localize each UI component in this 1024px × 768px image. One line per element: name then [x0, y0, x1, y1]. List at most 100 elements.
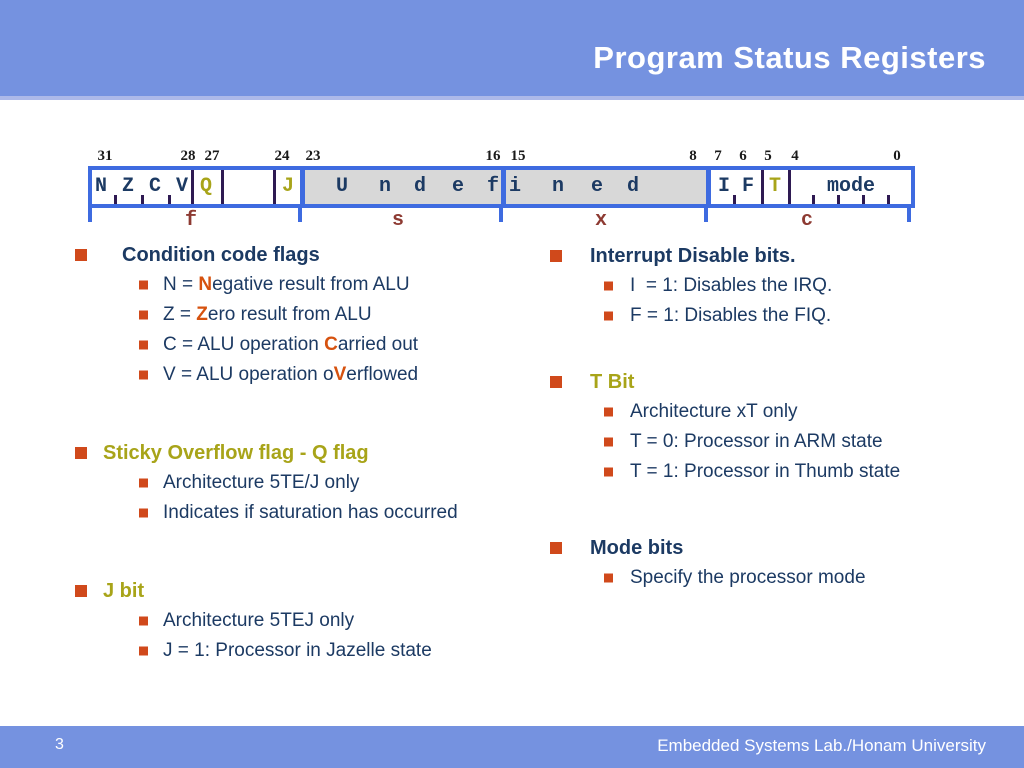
- register-field-letter: U: [335, 175, 349, 198]
- bit-boundary-tick: [862, 195, 865, 204]
- bit-boundary-tick: [837, 195, 840, 204]
- bracket-tick: [298, 208, 302, 222]
- bit-number-label: 16: [485, 148, 501, 164]
- register-field-letter: N: [94, 175, 108, 198]
- bracket-tick: [907, 208, 911, 222]
- section-heading: Condition code flags: [122, 244, 320, 266]
- bullet-square-icon: [550, 376, 562, 388]
- bit-number-label: 6: [739, 148, 747, 164]
- bit-number-label: 15: [510, 148, 526, 164]
- text-segment: erflowed: [346, 364, 419, 385]
- field-separator: [788, 170, 791, 204]
- footer-credit: Embedded Systems Lab./Honam University: [657, 736, 986, 755]
- bullet-square-icon: [139, 508, 148, 518]
- bullet-item-text: Z = Zero result from ALU: [75, 300, 545, 330]
- left-bullet-column: Condition code flags N = Negative result …: [75, 240, 545, 714]
- register-field-letter: f: [486, 175, 500, 198]
- bullet-item-text: Specify the processor mode: [550, 563, 995, 593]
- bullet-item-row: Indicates if saturation has occurred: [75, 498, 545, 528]
- bit-number-label: 23: [305, 148, 321, 164]
- text-segment: F = 1: Disables the FIQ.: [630, 305, 832, 326]
- bullet-square-icon: [139, 370, 148, 380]
- field-group-label: f: [184, 209, 198, 232]
- bullet-item-text: T = 1: Processor in Thumb state: [550, 457, 995, 487]
- text-segment: I = 1: Disables the IRQ.: [630, 275, 833, 296]
- bullet-square-icon: [550, 542, 562, 554]
- section-heading-row: Sticky Overflow flag - Q flag: [75, 438, 545, 468]
- field-separator: [273, 170, 276, 204]
- bit-boundary-tick: [168, 195, 171, 204]
- register-field-letter: Z: [121, 175, 135, 198]
- bullet-item-row: T = 1: Processor in Thumb state: [550, 457, 995, 487]
- text-segment: N =: [163, 274, 199, 295]
- register-field-letter: e: [451, 175, 465, 198]
- header-band: Program Status Registers: [0, 0, 1024, 100]
- bullet-item-row: Architecture xT only: [550, 397, 995, 427]
- bullet-square-icon: [604, 437, 613, 447]
- bit-number-label: 24: [274, 148, 290, 164]
- text-segment: Architecture 5TE/J only: [163, 472, 360, 493]
- bullet-item-text: T = 0: Processor in ARM state: [550, 427, 995, 457]
- register-field-letter: n: [378, 175, 392, 198]
- section-heading: T Bit: [590, 371, 635, 393]
- bracket-tick: [88, 208, 92, 222]
- bullet-square-icon: [604, 407, 613, 417]
- section-heading-row: T Bit: [550, 367, 995, 397]
- section-heading-row: Interrupt Disable bits.: [550, 241, 995, 271]
- bullet-item-text: F = 1: Disables the FIQ.: [550, 301, 995, 331]
- text-segment: Specify the processor mode: [630, 567, 866, 588]
- bullet-item-text: C = ALU operation Carried out: [75, 330, 545, 360]
- bit-number-label: 31: [97, 148, 113, 164]
- bullet-square-icon: [604, 311, 613, 321]
- register-field-letter: n: [551, 175, 565, 198]
- register-field-letter: F: [741, 175, 755, 198]
- bit-boundary-tick: [141, 195, 144, 204]
- bullet-item-text: N = Negative result from ALU: [75, 270, 545, 300]
- text-segment: Architecture 5TEJ only: [163, 610, 355, 631]
- text-segment: ero result from ALU: [207, 304, 372, 325]
- register-field-letter: d: [626, 175, 640, 198]
- text-segment: egative result from ALU: [212, 274, 410, 295]
- bit-number-label: 27: [204, 148, 220, 164]
- bullet-item-text: Indicates if saturation has occurred: [75, 498, 545, 528]
- right-bullet-column: Interrupt Disable bits. I = 1: Disables t…: [550, 241, 995, 593]
- bullet-section: Interrupt Disable bits. I = 1: Disables t…: [550, 241, 995, 331]
- bullet-square-icon: [604, 573, 613, 583]
- text-segment: C = ALU operation: [163, 334, 325, 355]
- highlighted-letter: N: [198, 274, 213, 295]
- register-field-letter: d: [413, 175, 427, 198]
- segment-divider: [706, 170, 711, 204]
- register-field-letter: C: [148, 175, 162, 198]
- bit-number-label: 4: [791, 148, 799, 164]
- register-field-letter: V: [175, 175, 189, 198]
- bullet-item-row: F = 1: Disables the FIQ.: [550, 301, 995, 331]
- bullet-item-row: T = 0: Processor in ARM state: [550, 427, 995, 457]
- register-field-letter: Q: [199, 175, 213, 198]
- field-group-label: s: [391, 209, 405, 232]
- bullet-square-icon: [75, 447, 87, 459]
- text-segment: Z =: [163, 304, 197, 325]
- bullet-square-icon: [550, 250, 562, 262]
- bit-boundary-tick: [114, 195, 117, 204]
- bullet-item-text: Architecture xT only: [550, 397, 995, 427]
- field-separator: [191, 170, 194, 204]
- text-segment: T = 1: Processor in Thumb state: [630, 461, 901, 482]
- bullet-item-row: C = ALU operation Carried out: [75, 330, 545, 360]
- register-field-letter: i: [508, 175, 522, 198]
- footer-band: 3 Embedded Systems Lab./Honam University: [0, 726, 1024, 768]
- bullet-square-icon: [139, 340, 148, 350]
- text-segment: J = 1: Processor in Jazelle state: [163, 640, 432, 661]
- bit-number-label: 8: [689, 148, 697, 164]
- bullet-item-row: J = 1: Processor in Jazelle state: [75, 636, 545, 666]
- bullet-square-icon: [139, 616, 148, 626]
- bullet-item-text: V = ALU operation oVerflowed: [75, 360, 545, 390]
- field-group-label: c: [800, 209, 814, 232]
- register-field-letter: T: [768, 175, 782, 198]
